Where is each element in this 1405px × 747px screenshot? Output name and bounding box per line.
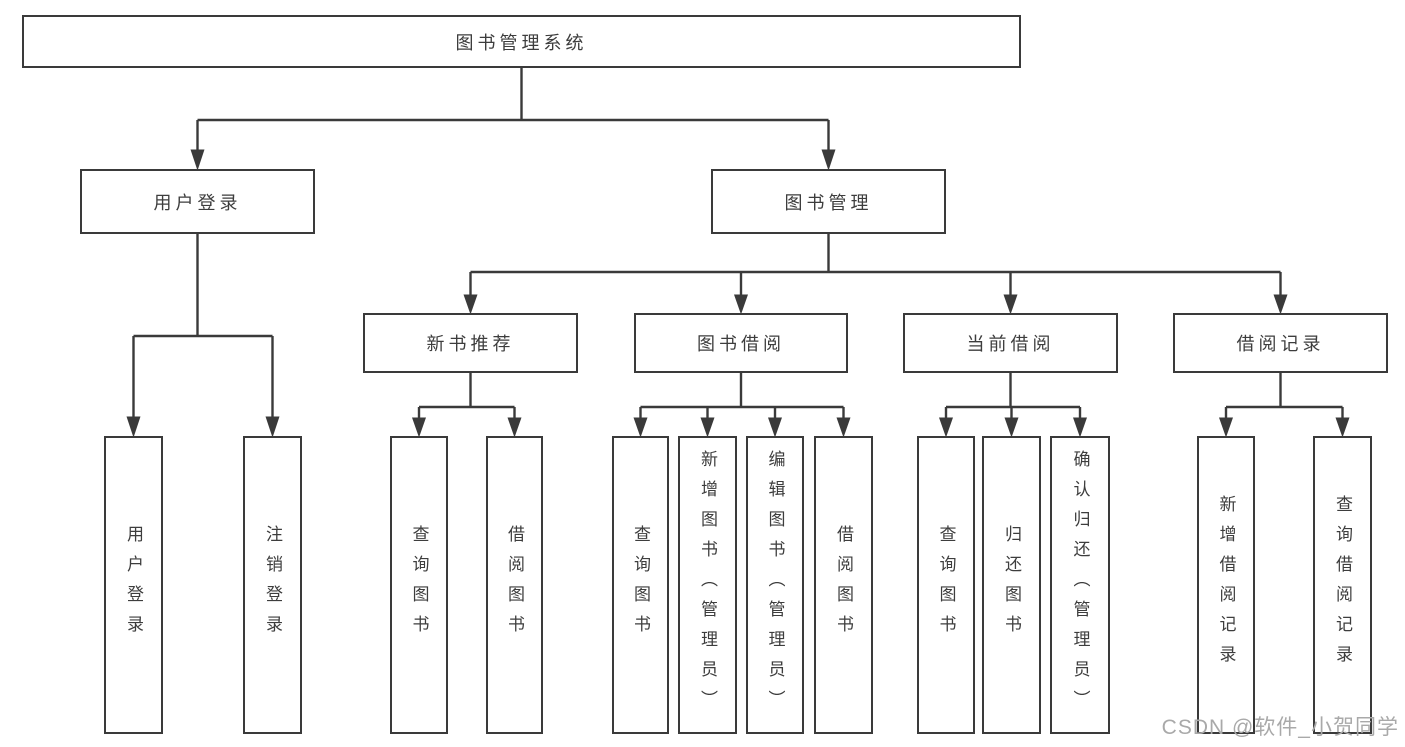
connector-current-borrow-children	[938, 373, 1088, 438]
node-label: 新增借阅记录	[1216, 495, 1236, 675]
node-label: 用户登录	[153, 192, 242, 213]
node-leaf-edit-book-admin: 编辑图书（管理员）	[746, 436, 804, 734]
node-group-current-borrow: 当前借阅	[903, 313, 1118, 373]
node-label: 图书管理	[784, 192, 873, 213]
node-leaf-user-login: 用户登录	[104, 436, 163, 734]
node-group-book-borrow: 图书借阅	[634, 313, 848, 373]
node-label: 查询图书	[409, 525, 429, 645]
node-leaf-query-borrow-record: 查询借阅记录	[1313, 436, 1372, 734]
node-leaf-borrow-books-2: 借阅图书	[814, 436, 873, 734]
connector-book-borrow-children	[633, 373, 851, 438]
node-group-new-book-recommend: 新书推荐	[363, 313, 578, 373]
node-leaf-logout: 注销登录	[243, 436, 302, 734]
node-label: 用户登录	[124, 525, 143, 645]
node-label: 新书推荐	[426, 334, 515, 354]
node-label: 新增图书（管理员）	[698, 450, 717, 720]
node-leaf-add-book-admin: 新增图书（管理员）	[678, 436, 737, 734]
node-label: 借阅图书	[505, 525, 524, 645]
node-leaf-query-books-3: 查询图书	[917, 436, 975, 734]
node-label: 查询图书	[631, 525, 650, 645]
node-leaf-confirm-return-admin: 确认归还（管理员）	[1050, 436, 1110, 734]
node-leaf-add-borrow-record: 新增借阅记录	[1197, 436, 1255, 734]
node-label: 确认归还（管理员）	[1070, 450, 1090, 720]
node-branch-book-management: 图书管理	[711, 169, 946, 234]
node-label: 图书管理系统	[455, 32, 588, 53]
node-label: 图书借阅	[697, 334, 785, 354]
node-group-borrow-records: 借阅记录	[1173, 313, 1388, 373]
node-branch-user-login: 用户登录	[80, 169, 315, 234]
node-label: 查询图书	[936, 525, 956, 645]
node-label: 借阅图书	[834, 525, 853, 645]
connector-user-login-children	[126, 234, 280, 438]
connector-root-to-branches	[190, 68, 836, 171]
node-leaf-query-books-2: 查询图书	[612, 436, 669, 734]
node-leaf-query-books-1: 查询图书	[390, 436, 448, 734]
csdn-watermark: CSDN @软件_小贺同学	[1161, 716, 1399, 739]
node-label: 注销登录	[263, 525, 282, 645]
node-leaf-return-books: 归还图书	[982, 436, 1041, 734]
node-system-root: 图书管理系统	[22, 15, 1021, 68]
node-label: 归还图书	[1002, 525, 1021, 645]
node-label: 查询借阅记录	[1333, 495, 1352, 675]
connector-borrow-record-children	[1218, 373, 1350, 438]
connector-new-book-children	[411, 373, 522, 438]
node-leaf-borrow-books-1: 借阅图书	[486, 436, 543, 734]
node-label: 编辑图书（管理员）	[765, 450, 785, 720]
connector-book-management-groups	[463, 234, 1288, 315]
node-label: 当前借阅	[966, 334, 1055, 354]
node-label: 借阅记录	[1236, 334, 1325, 354]
